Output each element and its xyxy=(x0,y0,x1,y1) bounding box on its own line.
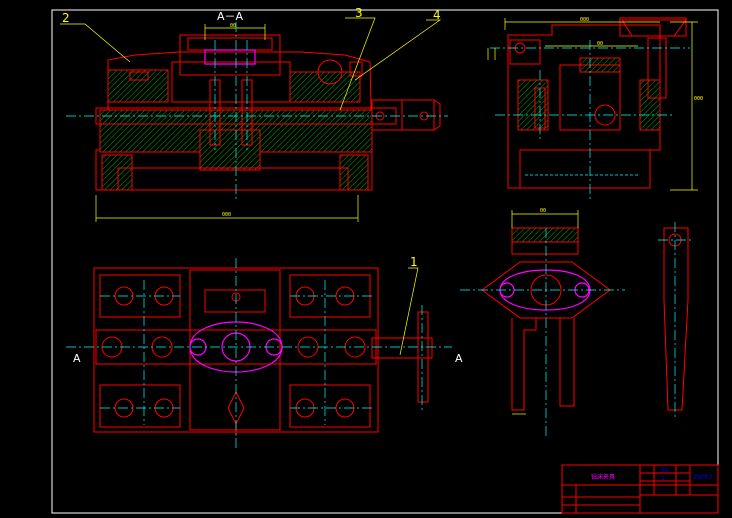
front-section-view: 000 00 xyxy=(60,17,448,222)
title-block-field-a: 01 xyxy=(661,467,669,474)
title-block-code: Z3007 xyxy=(693,474,713,481)
plan-view xyxy=(66,258,452,450)
callout-3: 3 xyxy=(355,6,363,20)
side-view: 000 00 000 xyxy=(487,17,703,200)
svg-text:000: 000 xyxy=(222,212,231,218)
svg-text:00: 00 xyxy=(540,208,546,214)
callout-4: 4 xyxy=(433,8,441,22)
svg-text:000: 000 xyxy=(694,96,703,102)
svg-text:00: 00 xyxy=(230,23,236,29)
section-title: A－A xyxy=(217,10,244,23)
callout-2: 2 xyxy=(62,11,70,25)
title-block xyxy=(561,464,719,514)
title-block-name: 钻床夹具 xyxy=(591,473,615,481)
svg-text:00: 00 xyxy=(597,41,603,47)
small-part-view xyxy=(658,222,694,420)
workpiece-detail-view: 00 xyxy=(460,208,625,438)
callout-1: 1 xyxy=(410,255,418,269)
section-mark-right: A xyxy=(455,352,463,365)
section-mark-left: A xyxy=(73,352,81,365)
svg-text:000: 000 xyxy=(580,17,589,23)
drawing-frame xyxy=(51,9,719,514)
title-block-field-b: 1 xyxy=(661,475,665,482)
